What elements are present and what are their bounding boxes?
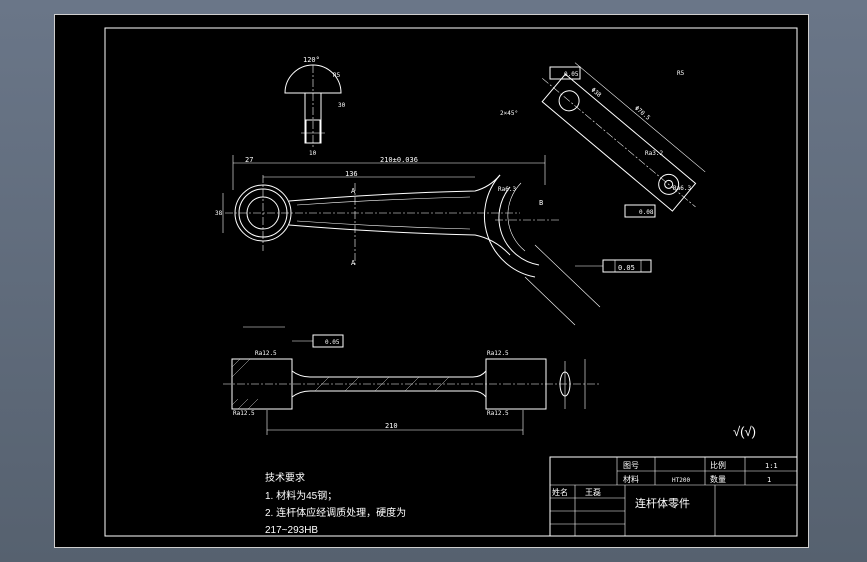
part-title: 连杆体零件 [635, 496, 690, 510]
rough-1: Ra12.5 [255, 350, 277, 357]
title-block: 图号 材料 HT200 比例 1:1 数量 1 姓名 王磊 连杆体零件 [549, 456, 798, 537]
iso-rough-2: Ra3.2 [645, 150, 663, 157]
rotated-view-annotations: 0.05 0.08 2×45° Ra6.3 Ra3.2 R5 [500, 66, 691, 218]
cad-drawing: 120° R5 30 10 A A B 210±0.036 136 27 [104, 27, 798, 537]
detail-angle: 120° [303, 56, 320, 64]
name-value: 王磊 [585, 488, 601, 497]
dim-left-offset: 27 [245, 156, 253, 164]
drawing-frame [104, 27, 798, 537]
iso-radius: R5 [677, 70, 685, 77]
dim-overall-length: 136 [345, 170, 358, 178]
iso-dim-0: Φ38 [590, 87, 603, 100]
front-view: A A B 210±0.036 136 27 38 0.05 Ra6.3 [215, 155, 652, 326]
angle-tol-value: 0.05 [564, 71, 579, 78]
tech-req-item-3: 217~293HB [265, 525, 318, 536]
detail-radius: R5 [333, 72, 341, 79]
rotated-view: Φ70.5 Φ38 [541, 62, 706, 212]
quantity-value: 1 [767, 476, 771, 484]
hatch-left [231, 358, 259, 410]
material-value: HT200 [672, 477, 690, 484]
tech-req-heading: 技术要求 [265, 471, 305, 484]
drawing-sheet: 120° R5 30 10 A A B 210±0.036 136 27 [54, 14, 809, 548]
rough-4: Ra12.5 [487, 410, 509, 417]
scale-label: 比例 [710, 460, 726, 470]
hatch-shank [314, 376, 450, 392]
angle-tol-frame [549, 66, 581, 80]
dim-section-length: 210 [385, 422, 398, 430]
section-view: 210 Ra12.5 Ra12.5 Ra12.5 Ra12.5 0.05 [223, 326, 600, 435]
quantity-label: 数量 [710, 474, 726, 484]
dim-center-distance: 210±0.036 [380, 156, 418, 164]
tech-req-item-1: 1. 材料为45钢； [265, 489, 337, 502]
oil-hole-detail: 120° R5 30 10 [284, 56, 346, 157]
rough-3: Ra12.5 [233, 410, 255, 417]
detail-width: 10 [309, 150, 317, 157]
tech-requirements: 技术要求 1. 材料为45钢； 2. 连杆体应经调质处理，硬度为 217~293… [265, 471, 406, 536]
section-b: B [539, 199, 543, 207]
section-a-bottom: A [351, 259, 356, 267]
position-tol-frame [624, 204, 656, 218]
section-a-top: A [351, 187, 356, 195]
drawing-no-label: 图号 [623, 461, 639, 470]
tech-req-item-2: 2. 连杆体应经调质处理，硬度为 [265, 506, 406, 519]
rough-big-end: Ra6.3 [498, 186, 516, 193]
general-roughness-symbol: √(√) [733, 424, 756, 439]
material-label: 材料 [623, 474, 639, 484]
rough-2: Ra12.5 [487, 350, 509, 357]
parallelism-value: 0.05 [325, 339, 340, 346]
iso-rough-1: Ra6.3 [673, 185, 691, 192]
iso-chamfer: 2×45° [500, 110, 518, 117]
dim-small-end: 38 [215, 210, 223, 217]
position-tol-value: 0.08 [639, 209, 654, 216]
scale-value: 1:1 [765, 462, 778, 470]
detail-height: 30 [338, 102, 346, 109]
perpendicularity-value: 0.05 [618, 264, 635, 272]
name-label: 姓名 [552, 487, 568, 497]
